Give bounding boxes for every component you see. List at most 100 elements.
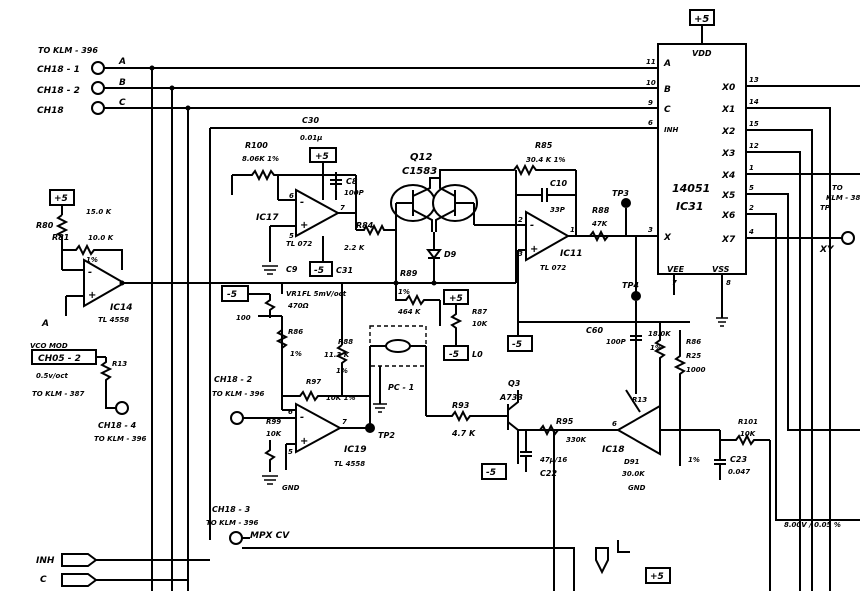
vr1-pot-icon [264,294,276,318]
r80-value: 15.0 K [86,208,112,216]
r87-value: 10K [472,320,488,328]
xy-connector-icon [841,231,855,245]
input-b-letter: B [119,78,126,88]
r95-resistor [539,423,559,437]
ic17-pin-minus: - [300,197,304,208]
ic14-a-label: A [41,319,49,329]
junction-dot [169,85,175,91]
r81-label: R81 [52,233,69,242]
c22-label: C22 [540,469,557,478]
ch18-3-connector-icon [229,531,243,545]
q3-collector [507,421,519,440]
ch18-1-label: CH18 - 1 [37,65,80,75]
supply-box-m5-ic17 [309,261,333,277]
ic11-opamp-icon [525,210,571,262]
r85-value: 30.4 K 1% [526,156,565,164]
ch18-2b-connector-icon [230,411,244,425]
ch18-label: CH18 [37,106,64,116]
supply-m5-r87: -5 [449,350,459,360]
r89-resistor [395,283,440,307]
c23-label: C23 [730,455,747,464]
ic14-pin-plus: + [88,290,96,301]
supply-m5-ic11: -5 [512,340,522,350]
r96-value: 18.0K [648,330,671,338]
tp3-label: TP3 [612,189,629,198]
ic31-name-1: 14051 [672,182,710,195]
ic17-type: TL 072 [286,240,312,248]
ch18-2b-label: CH18 - 2 [214,375,253,384]
ic19-opamp-icon [295,402,343,454]
ch18-4-connector-icon [115,401,129,415]
ic31-multiplexer: +5 VDD A B C INH X 11 10 9 6 3 14051 IC3… [646,9,759,287]
ic19-pin5: 5 [288,448,293,456]
ch18-3-to: TO KLM - 396 [206,519,259,527]
r88-value: 47K [592,220,608,228]
ic11-pin3: 3 [518,250,523,258]
c60-value: 100P [606,338,627,346]
ic14-opamp-icon [83,258,127,308]
ch18-2b-to: TO KLM - 396 [212,390,265,398]
ic31-pinnum-x3: 12 [749,142,759,150]
r133-label: R13 [112,360,127,368]
ic11-pin-plus: + [530,244,538,255]
c-bot-label: C [40,575,47,585]
q12-name: Q12 [410,152,432,163]
ic31-pinnum-x6: 2 [749,204,754,212]
r100-resistor [232,168,300,182]
q12-collector-link [412,177,456,197]
ic19-pin-plus: + [300,436,308,447]
r101-resistor [719,430,770,447]
ic31-pin-c: C [664,105,671,115]
ground-icon [262,475,278,485]
ic31-pinnum-x5: 5 [749,184,754,192]
ic17-name: IC17 [256,213,279,223]
r86-label: R86 [288,328,303,336]
r25-pct: 1% [688,456,700,464]
r89-label: R89 [400,269,418,278]
ic31-pinnum-x0: 13 [749,76,759,84]
supply-m5-vr1: -5 [227,290,237,300]
r99-label: R99 [266,418,281,426]
r88-resistor [589,229,609,243]
bottom-note: 8.00V / 0.05 % [784,521,841,529]
r88b-value: 11.3 K [324,351,350,359]
r88b-label: R88 [338,338,353,346]
r88-label: R88 [592,206,610,215]
r95-value: 330K [566,436,587,444]
ic14-pin-minus: - [88,267,92,278]
r93-resistor [426,409,500,423]
ic17-pin7: 7 [340,204,345,212]
ic31-pinnum-b: 10 [646,79,656,87]
ground-icon [716,317,728,327]
c31-label: C31 [336,266,353,275]
ic31-pinnum-vss: 8 [726,279,731,287]
q3-emitter [507,390,519,411]
d9-label: D9 [444,250,457,259]
r93-label: R93 [452,401,470,410]
supply-p5-r87: +5 [449,294,463,304]
ch18-4-label: CH18 - 4 [98,421,137,430]
to-klm-top-label: TO KLM - 396 [38,46,98,55]
tp3-testpoint-icon [621,198,631,208]
supply-box-bottom [645,567,671,584]
ic31-pinnum-a: 11 [646,58,656,66]
ic17-pin6: 6 [289,192,294,200]
r100-value: 8.06K 1% [242,155,279,163]
tp4-label: TP4 [622,281,639,290]
r89-pct: 1% [398,288,410,296]
ic31-pin-b: B [664,85,671,95]
supply-p5-top: +5 [694,14,709,25]
out-line-x5 [746,193,860,431]
input-c-letter: C [119,98,126,108]
input-a: TO KLM - 396 CH18 - 1 A [37,46,126,75]
d91-label: D91 [624,458,640,466]
r87-resistor [450,304,463,338]
mpx-cv-line [242,537,575,591]
r99-value: 10K [266,430,282,438]
ic31-pin-x: X [663,233,672,243]
r86-pct: 1% [290,350,302,358]
ic11-pin2: 2 [518,216,523,224]
inh-label: INH [36,556,55,566]
input-c-connector-icon [91,101,105,115]
